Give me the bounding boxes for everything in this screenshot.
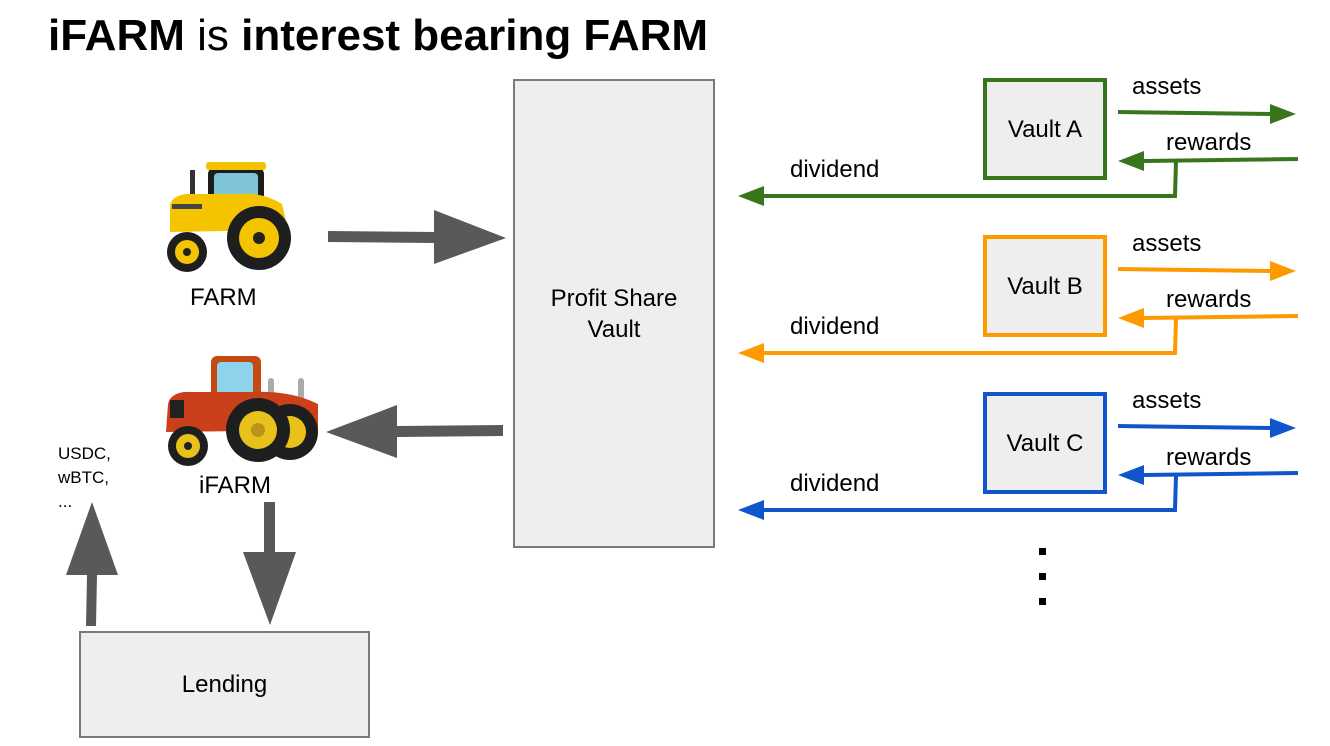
title-ifarm: iFARM <box>48 11 185 60</box>
assets-arrow-line <box>1117 424 1273 430</box>
vault-c-rewards-label: rewards <box>1166 444 1252 471</box>
ifarm-label: iFARM <box>199 472 271 499</box>
vault-b-rewards-label: rewards <box>1166 286 1252 313</box>
rewards-arrowhead <box>1118 151 1144 171</box>
rewards-arrowhead <box>1118 465 1144 485</box>
arrow-vault-to-ifarm <box>326 405 503 458</box>
dividend-arrowhead <box>738 500 764 520</box>
rewards-arrow-line <box>1141 471 1299 477</box>
vault-b-arrows <box>738 261 1299 363</box>
title-rest: interest bearing FARM <box>241 11 709 60</box>
borrowed-assets-label: USDC, wBTC, ... <box>58 444 111 511</box>
yellow-tractor-icon <box>167 162 291 272</box>
vault-c-dividend-label: dividend <box>790 470 880 497</box>
vault-c-arrows <box>738 418 1299 520</box>
dividend-arrowhead <box>738 343 764 363</box>
assets-arrowhead <box>1270 261 1296 281</box>
lending-box: Lending <box>79 631 370 738</box>
assets-arrowhead <box>1270 104 1296 124</box>
vault-b-box: Vault B <box>983 235 1107 337</box>
red-tractor-icon <box>166 356 318 466</box>
rewards-arrow-line <box>1141 157 1299 163</box>
dividend-arrow-line <box>760 474 1178 512</box>
assets-arrow-line <box>1117 110 1273 116</box>
profit-share-vault-box: Profit Share Vault <box>513 79 715 548</box>
vault-c-assets-label: assets <box>1132 387 1202 414</box>
ellipsis-dot <box>1039 548 1046 555</box>
profit-share-vault-label: Profit Share Vault <box>550 284 678 343</box>
dividend-arrow-line <box>760 160 1178 198</box>
lending-label: Lending <box>181 671 268 698</box>
vault-c-label: Vault C <box>1006 429 1084 457</box>
vault-a-label: Vault A <box>1007 115 1083 143</box>
vault-a-box: Vault A <box>983 78 1107 180</box>
vault-b-assets-label: assets <box>1132 230 1202 257</box>
ellipsis-dot <box>1039 598 1046 605</box>
farm-label: FARM <box>190 284 257 311</box>
rewards-arrow-line <box>1141 314 1299 320</box>
dividend-arrowhead <box>738 186 764 206</box>
arrow-ifarm-to-lending <box>243 502 296 625</box>
vault-b-dividend-label: dividend <box>790 313 880 340</box>
arrow-farm-to-vault <box>328 210 506 264</box>
vault-c-box: Vault C <box>983 392 1107 494</box>
vault-a-dividend-label: dividend <box>790 156 880 183</box>
rewards-arrowhead <box>1118 308 1144 328</box>
dividend-arrow-line <box>760 317 1178 355</box>
ellipsis-dot <box>1039 573 1046 580</box>
arrow-lending-to-assets <box>66 502 118 626</box>
assets-arrow-line <box>1117 267 1273 273</box>
vault-a-assets-label: assets <box>1132 73 1202 100</box>
vault-b-label: Vault B <box>1007 272 1083 300</box>
title-is: is <box>184 11 242 60</box>
vault-a-arrows <box>738 104 1299 206</box>
vault-a-rewards-label: rewards <box>1166 129 1252 156</box>
assets-arrowhead <box>1270 418 1296 438</box>
page-title: iFARM is interest bearing FARM <box>48 8 708 64</box>
